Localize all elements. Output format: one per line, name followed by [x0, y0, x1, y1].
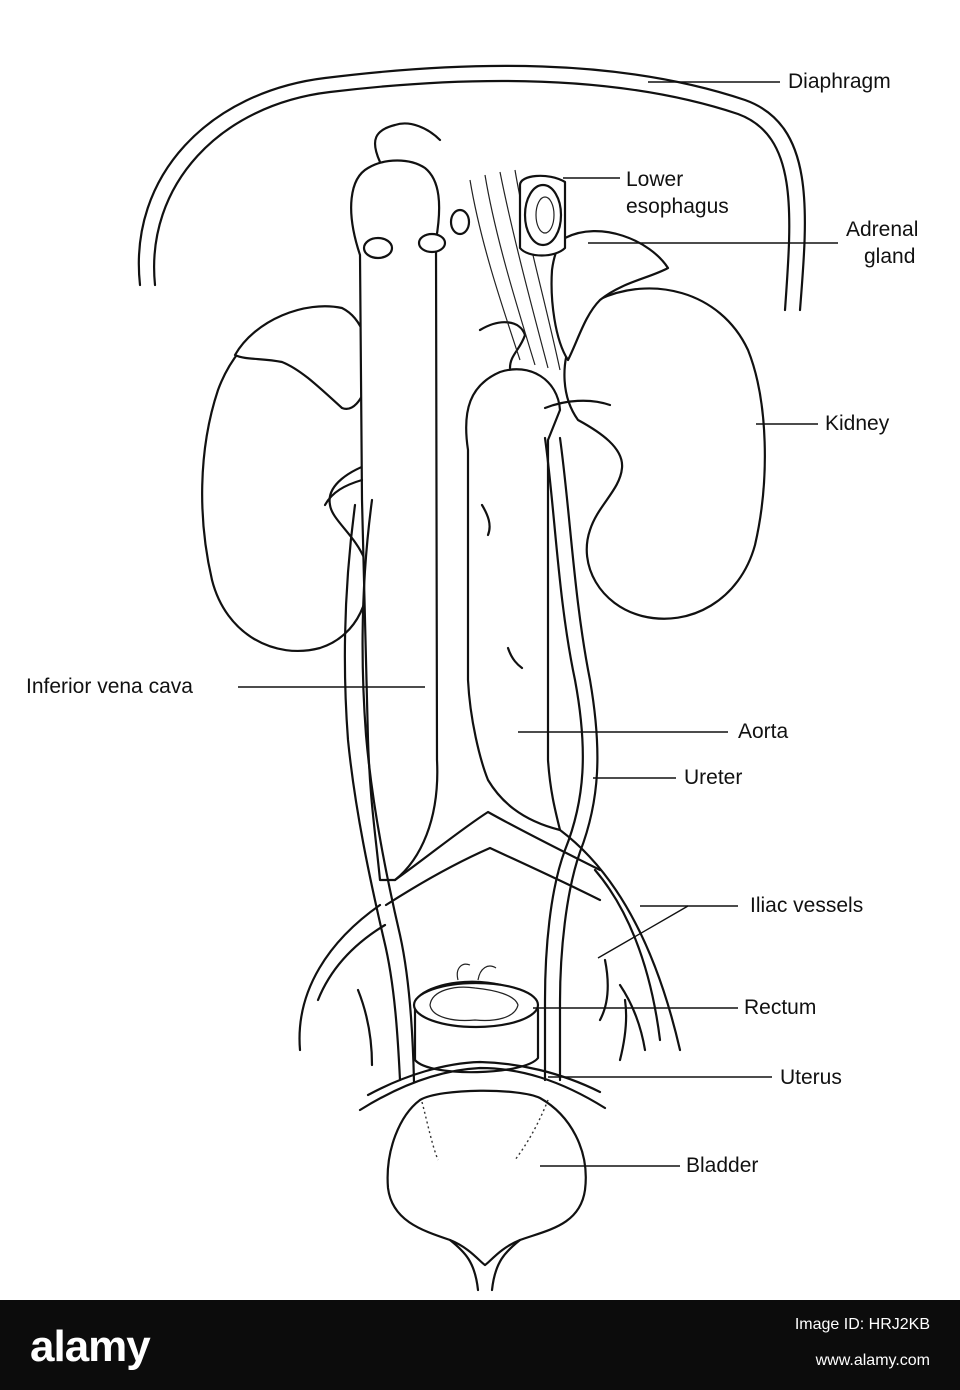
watermark-url: www.alamy.com — [815, 1352, 930, 1369]
watermark-logo: alamy — [30, 1322, 151, 1371]
bladder-neck-left — [448, 1238, 480, 1292]
diaphragm-outline-outer — [137, 64, 806, 312]
mesenteric-branch — [480, 503, 491, 537]
lower-esophagus-opening — [523, 183, 563, 247]
inferior-mesenteric-branch — [506, 646, 524, 670]
celiac-trunk — [478, 321, 527, 370]
right-ureter-intramural — [421, 1101, 439, 1161]
label-rectum: Rectum — [744, 996, 817, 1019]
right-internal-iliac — [356, 988, 374, 1067]
left-internal-iliac — [598, 958, 609, 1022]
right-ureter — [343, 503, 402, 1082]
rectum-top-strands — [456, 963, 497, 981]
label-adrenal-gland-line1: Adrenal — [846, 218, 919, 241]
uterus-band — [358, 1066, 607, 1112]
iliac-bifurcation — [393, 810, 602, 882]
right-ureter-inner — [361, 498, 416, 1084]
left-iliac-branch — [618, 983, 647, 1052]
label-uterus: Uterus — [780, 1066, 842, 1089]
anatomy-illustration — [137, 64, 838, 1292]
label-inferior-vena-cava: Inferior vena cava — [26, 675, 193, 698]
inferior-vena-cava — [350, 159, 441, 882]
iliac-bifurcation-inner — [384, 846, 602, 907]
label-adrenal-gland-line2: gland — [864, 245, 916, 268]
left-kidney — [563, 287, 766, 620]
left-adrenal-gland — [550, 230, 670, 362]
ivc-hepatic-branches — [373, 122, 442, 164]
left-ureter — [543, 436, 584, 1082]
left-iliac-branch-2 — [618, 998, 628, 1062]
right-renal-vein — [323, 478, 364, 507]
label-iliac-vessels: Iliac vessels — [750, 894, 864, 917]
leader-iliac-vessels — [597, 905, 738, 959]
label-bladder: Bladder — [686, 1154, 759, 1177]
hepatic-vein-opening-3 — [449, 208, 471, 236]
hepatic-vein-opening-1 — [362, 236, 394, 260]
bladder — [386, 1089, 587, 1267]
bladder-neck-right — [490, 1238, 522, 1292]
lower-esophagus-lumen — [535, 196, 555, 234]
watermark-image-id: Image ID: HRJ2KB — [794, 1316, 930, 1333]
right-iliac-vessel-inner — [316, 923, 387, 1002]
label-lower-esophagus-line1: Lower — [626, 168, 684, 191]
label-lower-esophagus-line2: esophagus — [626, 195, 729, 218]
hepatic-vein-opening-2 — [417, 232, 447, 254]
label-ureter: Ureter — [684, 766, 743, 789]
left-ureter-intramural — [514, 1099, 549, 1161]
esophagus-muscle-strands — [469, 169, 561, 371]
left-renal-artery — [543, 399, 612, 410]
label-kidney: Kidney — [825, 412, 890, 435]
rectum-lumen — [429, 986, 519, 1022]
watermark-bar: alamy Image ID: HRJ2KB www.alamy.com — [0, 1300, 960, 1390]
left-iliac-vessel-outer — [558, 828, 682, 1052]
right-iliac-vessel-outer — [298, 903, 382, 1052]
diaphragm-outline-inner — [153, 79, 791, 312]
aorta — [465, 368, 562, 832]
label-diaphragm: Diaphragm — [788, 70, 891, 93]
label-aorta: Aorta — [738, 720, 789, 743]
left-iliac-vessel-inner — [593, 868, 662, 1042]
left-ureter-inner — [558, 436, 599, 1082]
